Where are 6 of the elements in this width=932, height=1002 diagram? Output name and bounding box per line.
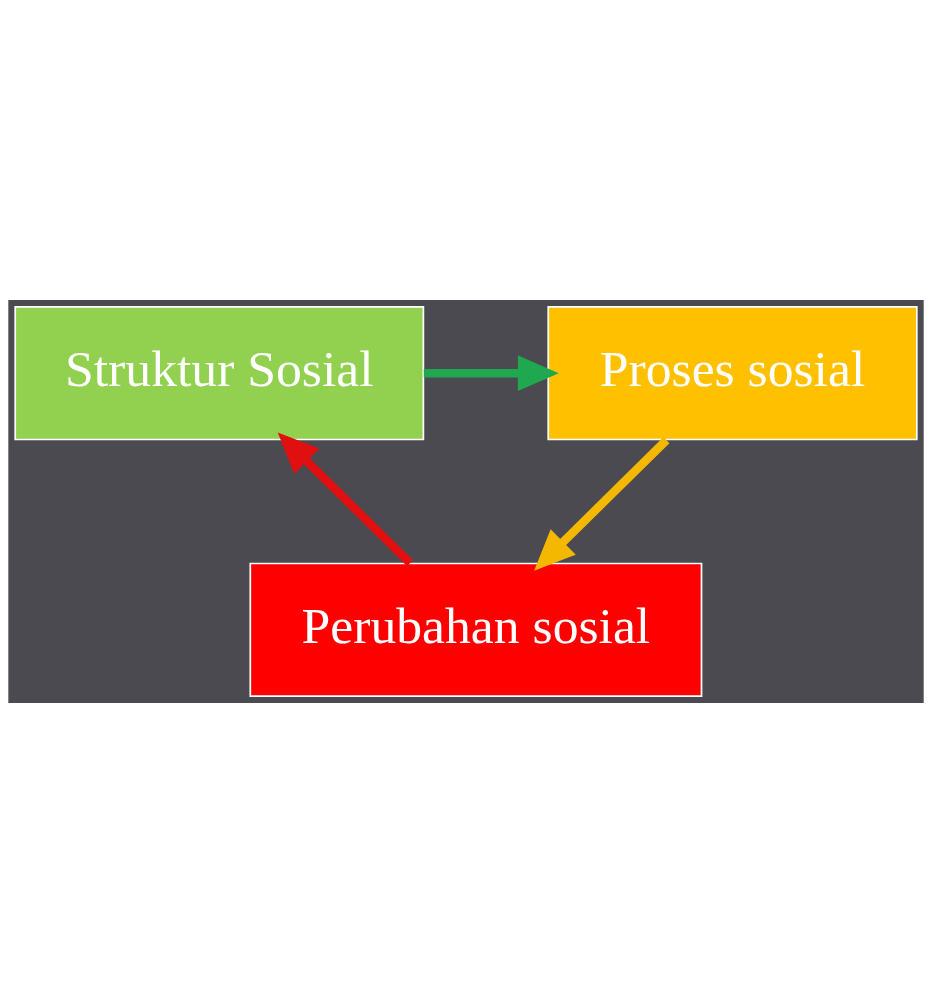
arrow: [534, 436, 670, 571]
node-box: Perubahan sosial: [249, 562, 703, 697]
arrow: [277, 432, 414, 566]
node-box: Proses sosial: [547, 305, 918, 440]
node-box: Struktur Sosial: [14, 305, 425, 440]
arrow: [423, 354, 559, 391]
